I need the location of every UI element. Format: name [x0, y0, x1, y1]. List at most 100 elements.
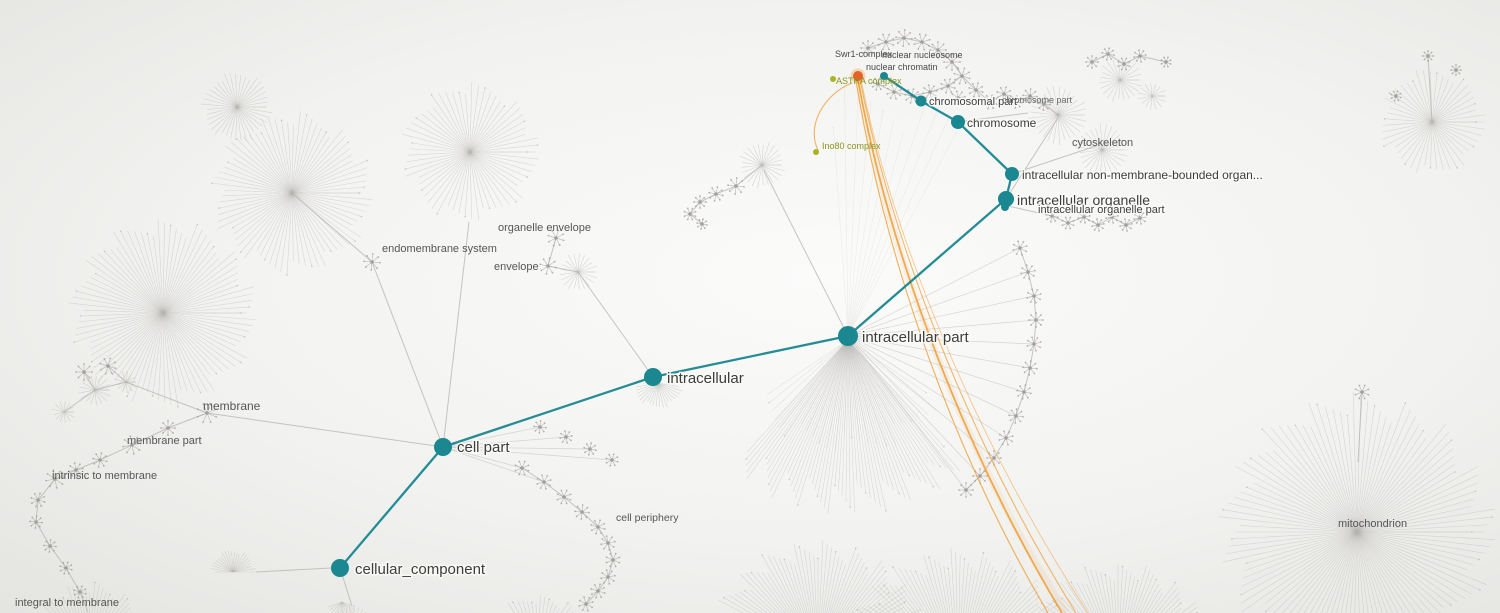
node-star[interactable] [1061, 216, 1075, 230]
node-star[interactable] [73, 585, 87, 599]
node-star[interactable] [1077, 210, 1091, 224]
node-star[interactable] [940, 78, 956, 94]
node-star[interactable] [600, 535, 616, 551]
node-star[interactable] [953, 67, 971, 85]
node-star[interactable] [1037, 97, 1051, 111]
node-star[interactable] [708, 186, 724, 202]
node-star[interactable] [1105, 210, 1119, 224]
node-star[interactable] [59, 561, 73, 575]
term-label: cell periphery [616, 512, 679, 524]
graph-node-chromosome[interactable] [951, 115, 965, 129]
node-star[interactable] [99, 357, 117, 375]
node-star[interactable] [1133, 211, 1147, 225]
node-star[interactable] [1045, 209, 1059, 223]
node-label-chromosomal-part: chromosomal part [929, 96, 1017, 108]
node-star[interactable] [1422, 50, 1434, 62]
node-star[interactable] [547, 229, 565, 247]
node-star[interactable] [196, 402, 218, 424]
node-star[interactable] [1117, 57, 1131, 71]
node-star[interactable] [1022, 88, 1038, 104]
node-star[interactable] [122, 435, 142, 455]
node-star[interactable] [1028, 312, 1044, 328]
node-star[interactable] [950, 90, 966, 106]
graph-node-non-membrane-bounded-organelle[interactable] [1005, 167, 1019, 181]
node-star[interactable] [1012, 240, 1028, 256]
node-star[interactable] [683, 207, 697, 221]
node-star[interactable] [1354, 384, 1370, 400]
node-star[interactable] [886, 84, 902, 100]
edge-spoke [847, 271, 1029, 337]
node-star[interactable] [1119, 218, 1133, 232]
node-star[interactable] [860, 40, 876, 56]
node-star[interactable] [1085, 55, 1099, 69]
node-star[interactable] [605, 453, 619, 467]
node-star[interactable] [574, 504, 590, 520]
node-star[interactable] [29, 515, 43, 529]
node-star[interactable] [514, 460, 530, 476]
node-star[interactable] [75, 363, 93, 381]
node-star[interactable] [982, 94, 998, 110]
graph-node-cellular-component[interactable] [331, 559, 349, 577]
node-star[interactable] [968, 82, 984, 98]
accent-node[interactable] [830, 76, 836, 82]
node-star[interactable] [1101, 47, 1115, 61]
graph-node-intracellular-organelle[interactable] [998, 191, 1014, 207]
graph-node-intracellular[interactable] [644, 368, 662, 386]
node-star[interactable] [1091, 218, 1105, 232]
fan-cluster [68, 219, 257, 408]
node-star[interactable] [590, 583, 606, 599]
node-star[interactable] [583, 442, 597, 456]
node-star[interactable] [533, 420, 547, 434]
node-star[interactable] [536, 474, 552, 490]
node-star[interactable] [895, 29, 913, 47]
node-star[interactable] [1160, 56, 1172, 68]
graph-node-intracellular-part[interactable] [838, 326, 858, 346]
highlight-node[interactable] [853, 71, 863, 81]
node-star[interactable] [693, 195, 707, 209]
node-star[interactable] [1020, 264, 1036, 280]
node-star[interactable] [578, 596, 594, 612]
edge [1005, 117, 1059, 200]
node-star[interactable] [160, 420, 176, 436]
node-star[interactable] [871, 77, 885, 91]
node-star[interactable] [877, 33, 895, 51]
node-star[interactable] [1009, 95, 1023, 109]
node-star[interactable] [605, 552, 621, 568]
node-star[interactable] [958, 482, 974, 498]
node-star[interactable] [363, 253, 381, 271]
node-star[interactable] [996, 86, 1012, 102]
node-star[interactable] [1022, 360, 1038, 376]
edge [206, 412, 444, 448]
node-star[interactable] [539, 257, 557, 275]
node-star[interactable] [696, 218, 708, 230]
graph-node-cell-part[interactable] [434, 438, 452, 456]
node-star[interactable] [1133, 49, 1147, 63]
node-star[interactable] [913, 33, 931, 51]
node-star[interactable] [727, 177, 745, 195]
node-star[interactable] [929, 41, 947, 59]
node-star[interactable] [559, 430, 573, 444]
graph-node-chromosomal-part[interactable] [915, 95, 927, 107]
graph-node-nuclear-chromatin[interactable] [880, 72, 888, 80]
node-star[interactable] [45, 469, 65, 489]
node-star[interactable] [590, 519, 606, 535]
node-star[interactable] [1016, 384, 1032, 400]
node-star[interactable] [556, 489, 572, 505]
node-star[interactable] [43, 539, 57, 553]
node-star[interactable] [600, 569, 616, 585]
node-star[interactable] [30, 492, 46, 508]
node-star[interactable] [998, 430, 1014, 446]
node-star[interactable] [1026, 336, 1042, 352]
node-star[interactable] [68, 462, 84, 478]
node-star[interactable] [92, 452, 108, 468]
node-star[interactable] [1026, 288, 1042, 304]
node-star[interactable] [1390, 90, 1402, 102]
node-star[interactable] [922, 84, 938, 100]
graph-node-intracellular-organelle-part[interactable] [1001, 203, 1009, 211]
accent-node[interactable] [813, 149, 819, 155]
term-label: chromosome part [1002, 95, 1073, 105]
node-star[interactable] [1450, 64, 1462, 76]
node-star[interactable] [1008, 408, 1024, 424]
